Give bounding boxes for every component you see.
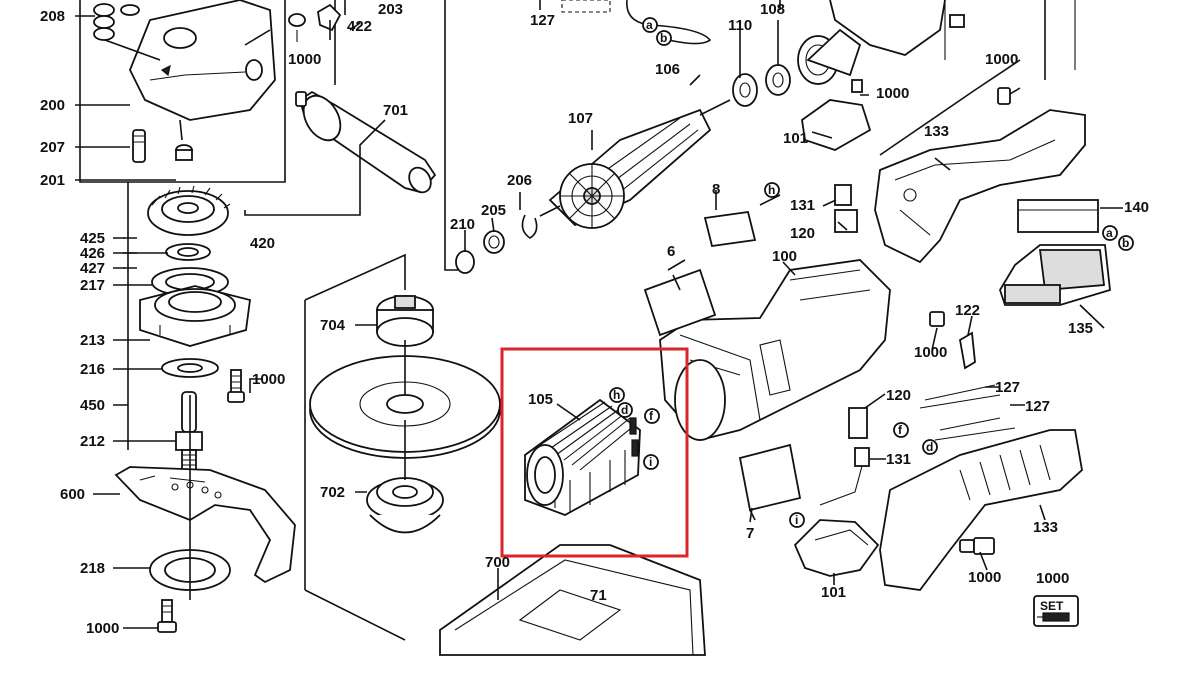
disc-group xyxy=(304,253,501,641)
label-422: 422 xyxy=(347,18,372,35)
label-140: 140 xyxy=(1124,199,1149,216)
label-120-top: 120 xyxy=(790,225,815,242)
label-1000-mid: 1000 xyxy=(252,371,285,388)
label-216: 216 xyxy=(80,361,105,378)
connector-a-right: a xyxy=(1106,226,1113,240)
bearing-flange-part xyxy=(139,285,251,347)
label-131-top: 131 xyxy=(790,197,815,214)
leader-lines xyxy=(75,15,1123,629)
stator-part xyxy=(524,398,641,516)
rear-handle-part xyxy=(879,429,1083,591)
label-212: 212 xyxy=(80,433,105,450)
gear-housing-part xyxy=(129,0,276,121)
connector-a-top: a xyxy=(646,18,653,32)
connector-d-right: d xyxy=(926,440,933,454)
connector-markers: a b h a b h d f i f d i xyxy=(609,17,1134,528)
label-8: 8 xyxy=(712,181,720,198)
label-702: 702 xyxy=(320,484,345,501)
label-133-top: 133 xyxy=(924,123,949,140)
label-101-bottom: 101 xyxy=(821,584,846,601)
label-107: 107 xyxy=(568,110,593,127)
label-208: 208 xyxy=(40,8,65,25)
label-127-top: 127 xyxy=(530,12,555,29)
connector-h-stator: h xyxy=(613,388,620,402)
grinding-disc-part xyxy=(309,355,501,459)
stator-highlight-box xyxy=(500,347,689,558)
label-7: 7 xyxy=(746,525,754,542)
label-217: 217 xyxy=(80,277,105,294)
set-label: SET xyxy=(1040,599,1064,613)
label-6: 6 xyxy=(667,243,675,260)
label-700: 700 xyxy=(485,554,510,571)
label-100: 100 xyxy=(772,248,797,265)
label-427: 427 xyxy=(80,260,105,277)
label-110: 110 xyxy=(728,17,752,34)
label-122: 122 xyxy=(955,302,980,319)
gear-head-group xyxy=(79,0,296,633)
bevel-gear-part xyxy=(147,185,231,236)
carry-case-part xyxy=(439,544,706,656)
label-120-bottom: 120 xyxy=(886,387,911,404)
armature-part xyxy=(539,99,731,229)
label-426: 426 xyxy=(80,245,105,262)
side-handle-part xyxy=(295,0,437,194)
wheel-guard-part xyxy=(114,466,296,584)
label-210: 210 xyxy=(450,216,475,233)
label-1000-bottom: 1000 xyxy=(86,620,119,637)
rear-cover-part xyxy=(874,109,1086,264)
label-108: 108 xyxy=(760,1,785,18)
label-71: 71 xyxy=(590,587,607,604)
connector-d-stator: d xyxy=(621,403,628,417)
label-205: 205 xyxy=(481,202,506,219)
label-203: 203 xyxy=(378,1,403,18)
connector-h-right: h xyxy=(768,183,775,197)
label-1000-set: 1000 xyxy=(1036,570,1069,587)
springs-part xyxy=(93,3,140,41)
label-101-top: 101 xyxy=(783,130,808,147)
label-127-right-b: 127 xyxy=(1025,398,1050,415)
part-labels: 208 200 207 201 1000 422 203 127 701 420… xyxy=(40,1,1149,637)
connector-b-top: b xyxy=(660,31,667,45)
label-704: 704 xyxy=(320,317,346,334)
label-1000-right-mid: 1000 xyxy=(914,344,947,361)
label-218: 218 xyxy=(80,560,105,577)
label-127-right-a: 127 xyxy=(995,379,1020,396)
label-425: 425 xyxy=(80,230,105,247)
label-105: 105 xyxy=(528,391,553,408)
label-600: 600 xyxy=(60,486,85,503)
connector-i-stator: i xyxy=(649,455,652,469)
label-133-bottom: 133 xyxy=(1033,519,1058,536)
connector-i-right: i xyxy=(795,513,798,527)
label-1000-right-top: 1000 xyxy=(985,51,1018,68)
label-450: 450 xyxy=(80,397,105,414)
label-135: 135 xyxy=(1068,320,1093,337)
connector-f-right: f xyxy=(898,423,903,437)
label-201: 201 xyxy=(40,172,65,189)
connector-b-right: b xyxy=(1122,236,1129,250)
connector-f-stator: f xyxy=(649,409,654,423)
label-131-bottom: 131 xyxy=(886,451,911,468)
spindle-part xyxy=(175,391,203,477)
switch-part xyxy=(999,244,1111,306)
label-106: 106 xyxy=(655,61,680,78)
label-1000-right-bottom: 1000 xyxy=(968,569,1001,586)
label-420: 420 xyxy=(250,235,275,252)
label-206: 206 xyxy=(507,172,532,189)
label-200: 200 xyxy=(40,97,65,114)
label-1000-plug: 1000 xyxy=(876,85,909,102)
brush-cover-part xyxy=(793,519,880,577)
label-207: 207 xyxy=(40,139,65,156)
label-1000-top: 1000 xyxy=(288,51,321,68)
label-213: 213 xyxy=(80,332,105,349)
set-screw-icon xyxy=(1033,595,1079,627)
label-701: 701 xyxy=(383,102,408,119)
